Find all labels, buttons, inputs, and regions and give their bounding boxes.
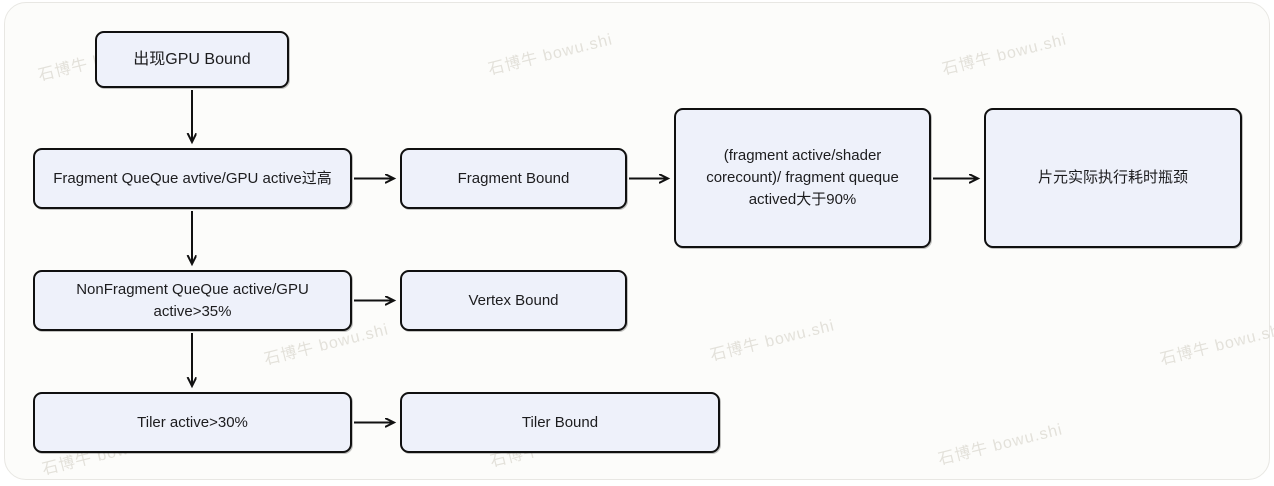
watermark: 石博牛 bowu.shi [940,31,1069,79]
node-tiler-bound: Tiler Bound [400,392,720,453]
watermark: 石博牛 bowu.shi [936,421,1065,469]
node-tiler-active: Tiler active>30% [33,392,352,453]
node-gpu-bound: 出现GPU Bound [95,31,289,88]
node-fragment-exec-bottleneck: 片元实际执行耗时瓶颈 [984,108,1242,248]
node-fragment-queue-ratio: Fragment QueQue avtive/GPU active过高 [33,148,352,209]
node-nonfragment-queue-ratio: NonFragment QueQue active/GPU active>35% [33,270,352,331]
node-vertex-bound: Vertex Bound [400,270,627,331]
node-fragment-bound: Fragment Bound [400,148,627,209]
watermark: 石博牛 bowu.shi [486,31,615,79]
node-fragment-active-ratio: (fragment active/shader corecount)/ frag… [674,108,931,248]
watermark: 石博牛 bowu.shi [708,317,837,365]
watermark: 石博牛 bowu.shi [1158,321,1274,369]
